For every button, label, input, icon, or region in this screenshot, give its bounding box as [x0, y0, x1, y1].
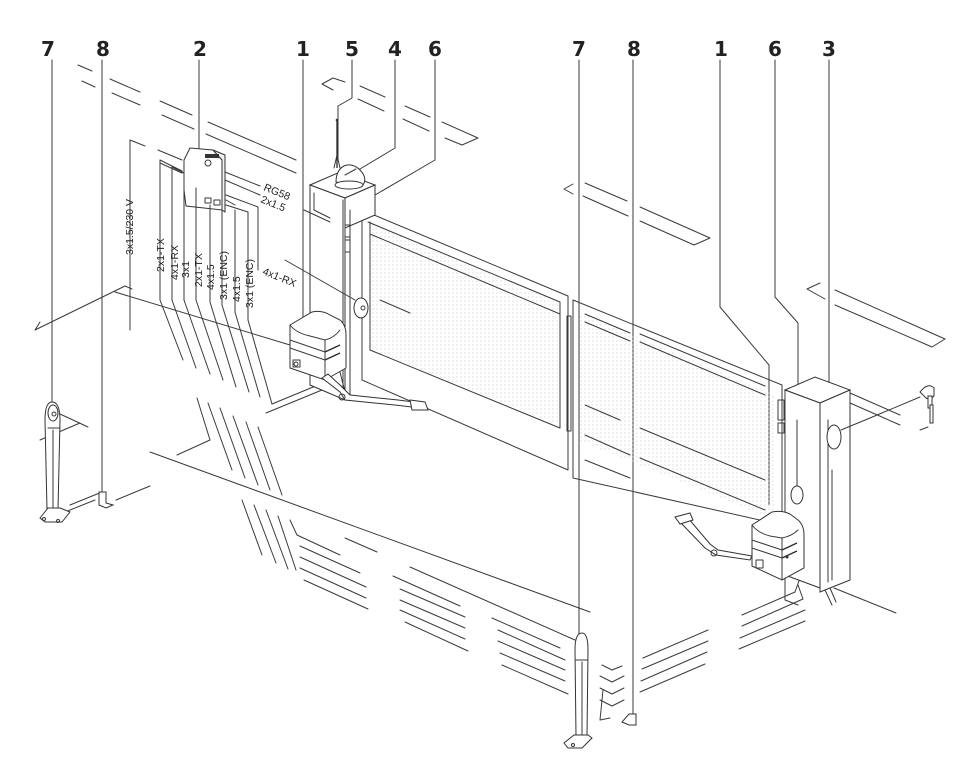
cable-label-receiver: 4x1-RX [261, 266, 298, 290]
photocell-left-pillar [353, 297, 369, 319]
motor-arm-left [321, 373, 429, 411]
callout-1-right: 1 [714, 37, 728, 61]
cable-label-3x1-enc-2: 3x1 (ENC) [244, 259, 256, 308]
cable-label-3x1: 3x1 [180, 261, 192, 278]
cable-label-2x1-tx: 2x1-TX [155, 238, 167, 272]
callout-6-right: 6 [768, 37, 782, 61]
mechanical-stop-left [98, 491, 115, 509]
gate-leaf-left [359, 199, 572, 471]
ground-lines [34, 64, 946, 721]
photocell-right-pillar [790, 485, 804, 505]
cable-label-4x1.5: 4x1.5 [205, 264, 217, 290]
gate-leaf-right [572, 299, 783, 526]
callout-6-left: 6 [428, 37, 442, 61]
key-selector [826, 396, 929, 450]
cable-label-4x1-rx: 4x1-RX [169, 245, 181, 280]
mechanical-stop-right [621, 713, 637, 726]
callout-7-left: 7 [41, 37, 55, 61]
callouts-right: 7 8 1 6 3 [572, 37, 836, 61]
motor-arm-right [674, 512, 753, 561]
callout-4: 4 [388, 37, 402, 61]
key-icon [919, 385, 935, 424]
callout-1-left: 1 [296, 37, 310, 61]
cable-label-3x1-enc: 3x1 (ENC) [218, 251, 230, 300]
cable-label-power: 3x1.5/230 V [124, 199, 136, 255]
flashing-lamp [334, 164, 366, 190]
gear-motor-left [289, 310, 347, 393]
cable-lines [159, 159, 356, 321]
callout-7-right: 7 [572, 37, 586, 61]
gear-motor-right [751, 510, 805, 606]
photocell-post-right [563, 632, 593, 749]
control-unit [183, 147, 226, 213]
photocell-post-left [39, 401, 89, 523]
callout-8-left: 8 [96, 37, 110, 61]
cable-label-2x1-tx-2: 2x1-TX [193, 253, 205, 287]
cable-label-4x1.5-2: 4x1.5 [231, 276, 243, 302]
antenna [333, 118, 341, 169]
callout-2: 2 [193, 37, 207, 61]
callout-8-right: 8 [627, 37, 641, 61]
callouts-left: 7 8 2 1 5 4 6 [41, 37, 442, 61]
callout-5: 5 [345, 37, 359, 61]
callout-3: 3 [822, 37, 836, 61]
